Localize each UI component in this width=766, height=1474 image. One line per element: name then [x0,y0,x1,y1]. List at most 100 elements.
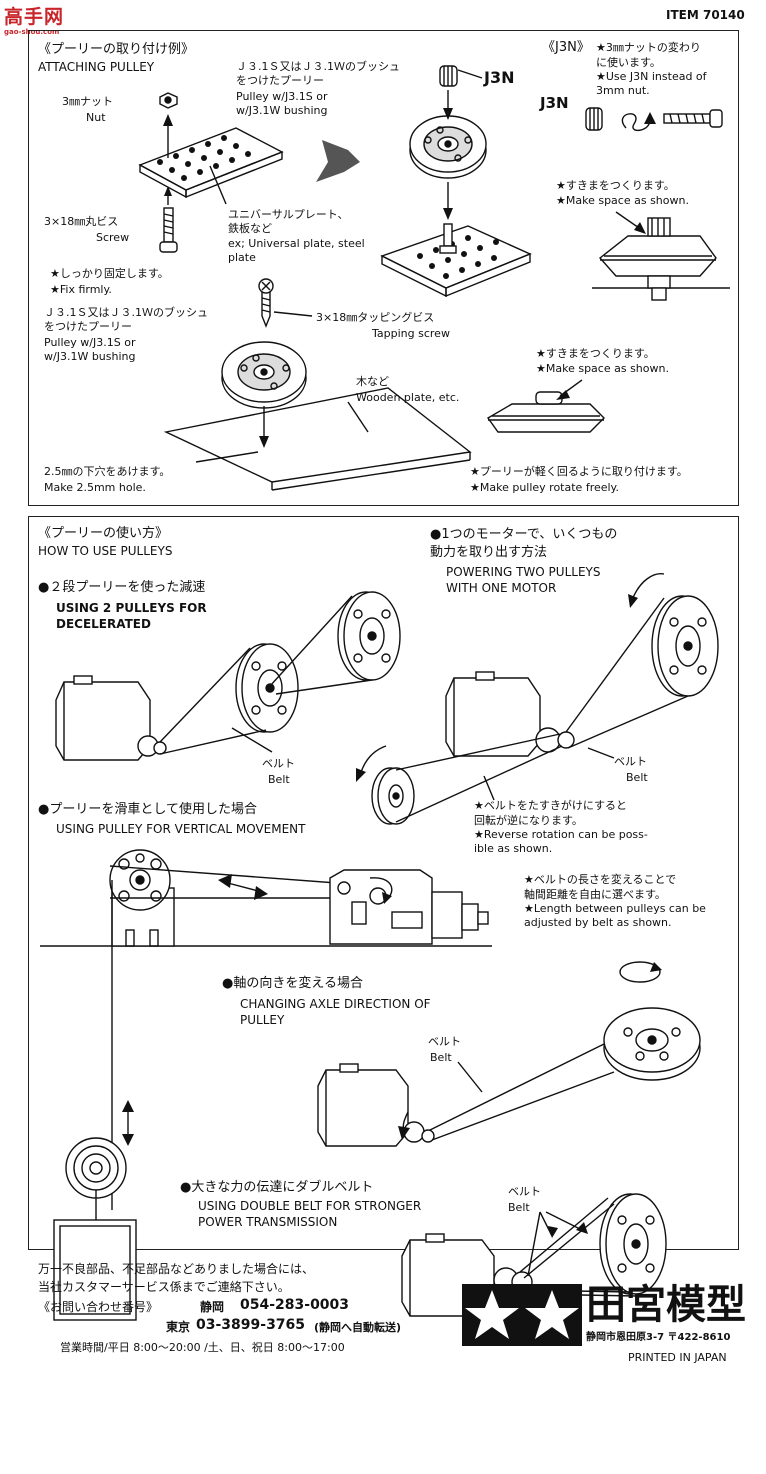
pulley-bushing-label-en: Pulley w/J3.1S or w/J3.1W bushing [236,90,328,117]
rotate-note-jp: ★プーリーが軽く回るように取り付けます。 [470,465,688,478]
wood-label-jp: 木など [356,375,389,388]
axle-title-jp: ●軸の向きを変える場合 [222,976,363,991]
vertical-title-jp: ●プーリーを滑車として使用した場合 [38,802,257,817]
rotation-arrow-icon [619,961,661,983]
belt-decel [159,595,373,755]
reverse-note-en: ★Reverse rotation can be poss- ible as s… [474,828,648,855]
business-hours: 営業時間/平日 8:00～20:00 /土、日、祝日 8:00～17:00 [60,1341,345,1354]
fix-note-jp: ★しっかり固定します。 [50,267,169,280]
vertical-title-en: USING PULLEY FOR VERTICAL MOVEMENT [56,822,306,836]
tokyo-note: (静岡へ自動転送) [314,1321,402,1334]
universal-plate-left [138,127,284,199]
screw-label-en: Screw [96,231,130,244]
company-name: 田宮模型 [586,1281,746,1328]
tokyo-label: 東京 [166,1320,191,1334]
hanging-weight [53,1137,137,1321]
belt-label-3-en: Belt [430,1051,452,1064]
pulley-icon-two-top [651,595,719,697]
attaching-title-jp: 《プーリーの取り付け例》 [38,42,195,57]
axle-title-en: CHANGING AXLE DIRECTION OF PULLEY [240,997,431,1027]
pulley-icon-decel-1 [235,643,299,733]
how-to-use-panel [28,516,739,1250]
nut-label-jp: 3㎜ナット [62,95,113,108]
belt-label-1-en: Belt [268,773,290,786]
belt-axle [429,1043,615,1141]
item-number: ITEM 70140 [666,8,745,22]
j3n-note-jp: ★3㎜ナットの変わり に使います。 [596,41,701,69]
belt-label-4-jp: ベルト [508,1185,541,1198]
length-note-jp: ★ベルトの長さを変えることで 軸間距離を自由に選べます。 [524,873,677,901]
pulley-icon-wood [221,341,307,409]
two-pulleys-title-jp: ●1つのモーターで、いくつもの 動力を取り出す方法 [430,527,618,560]
j3n-note-en: ★Use J3N instead of 3mm nut. [596,70,707,97]
defect-notice-line2: 当社カスタマーサービス係までご連絡下さい。 [38,1280,290,1294]
watermark-url: gao-shou.com [4,28,60,36]
pulley-icon-axle [603,1007,701,1081]
wooden-plate [163,387,472,491]
j3n-part-icon [585,107,603,131]
nut-icon [159,92,178,109]
hole-label-jp: 2.5㎜の下穴をあけます。 [44,465,171,478]
motor-icon-axle [317,1063,435,1147]
plate-label-en: ex; Universal plate, steel plate [228,237,365,264]
pulley-icon-two-bottom [371,767,415,825]
howto-title-en: HOW TO USE PULLEYS [38,544,173,558]
space-note2-jp: ★すきまをつくります。 [536,347,655,360]
shizuoka-phone: 054-283-0003 [240,1297,350,1313]
belt-two [395,597,689,823]
watermark-logo: 高手网 [4,6,65,28]
attaching-title-en: ATTACHING PULLEY [38,60,155,74]
pulley-bushing-label-jp: Ｊ３.1Ｓ又はＪ３.1Ｗのブッシュ をつけたプーリー [236,60,400,87]
screw-icon [159,207,178,253]
belt-label-1-jp: ベルト [262,757,295,770]
two-pulleys-title-en: POWERING TWO PULLEYS WITH ONE MOTOR [446,565,601,595]
length-note-en: ★Length between pulleys can be adjusted … [524,902,706,929]
j3n-label-right: J3N [540,94,569,112]
space-note1-jp: ★すきまをつくります。 [556,179,675,192]
pulley-icon-right [409,115,487,179]
tapping-screw-label-en: Tapping screw [372,327,450,340]
reverse-note-jp: ★ベルトをたすきがけにすると 回転が逆になります。 [474,799,627,827]
pulley-icon-decel-2 [337,591,401,681]
pulley2-label-jp: Ｊ３.1Ｓ又はＪ３.1Ｗのブッシュ をつけたプーリー [44,306,208,333]
defect-notice-line1: 万一不良部品、不足部品などありました場合には、 [38,1262,315,1276]
rotate-note-en: ★Make pulley rotate freely. [470,481,619,494]
pulley-cross-section-1 [592,217,730,301]
j3n-nut-icon-top [439,65,458,87]
space-note1-en: ★Make space as shown. [556,194,689,207]
double-arrow-horizontal-icon [218,874,268,900]
tapping-screw-icon [258,278,274,328]
plate-holes-left [157,135,251,181]
contact-label: 《お問い合わせ番号》 [38,1300,159,1314]
belt-label-4-en: Belt [508,1201,530,1214]
shizuoka-label: 静岡 [200,1300,225,1314]
double-arrow-vertical-icon [122,1100,134,1146]
tokyo-phone: 03-3899-3765 [196,1317,306,1333]
plate-label-jp: ユニバーサルプレート、 鉄板など [228,208,349,235]
pulley-icon-double [599,1193,667,1295]
rotation-spiral-icon [621,113,651,131]
belt-label-2-jp: ベルト [614,755,647,768]
space-note2-en: ★Make space as shown. [536,362,669,375]
double-belt-title-en: USING DOUBLE BELT FOR STRONGER POWER TRA… [198,1199,422,1229]
double-belt-title-jp: ●大きな力の伝達にダブルベルト [180,1180,374,1195]
belt-label-3-jp: ベルト [428,1035,461,1048]
hole-label-en: Make 2.5mm hole. [44,481,146,494]
fix-note-en: ★Fix firmly. [50,283,112,296]
arrow-right-icon [316,140,360,182]
belt-label-2-en: Belt [626,771,648,784]
screw-icon-right [439,223,457,254]
decel-title-en: USING 2 PULLEYS FOR DECELERATED [56,601,207,631]
printed-in-japan: PRINTED IN JAPAN [628,1351,727,1364]
howto-title-jp: 《プーリーの使い方》 [38,526,169,541]
decel-title-jp: ●２段プーリーを使った減速 [38,580,206,595]
screw-icon-j3n [663,109,723,128]
attaching-pulley-panel [28,30,739,506]
nut-label-en: Nut [86,111,106,124]
j3n-label-top: J3N [484,68,515,87]
j3n-title: 《J3N》 [542,40,590,55]
universal-plate-right [380,225,532,298]
